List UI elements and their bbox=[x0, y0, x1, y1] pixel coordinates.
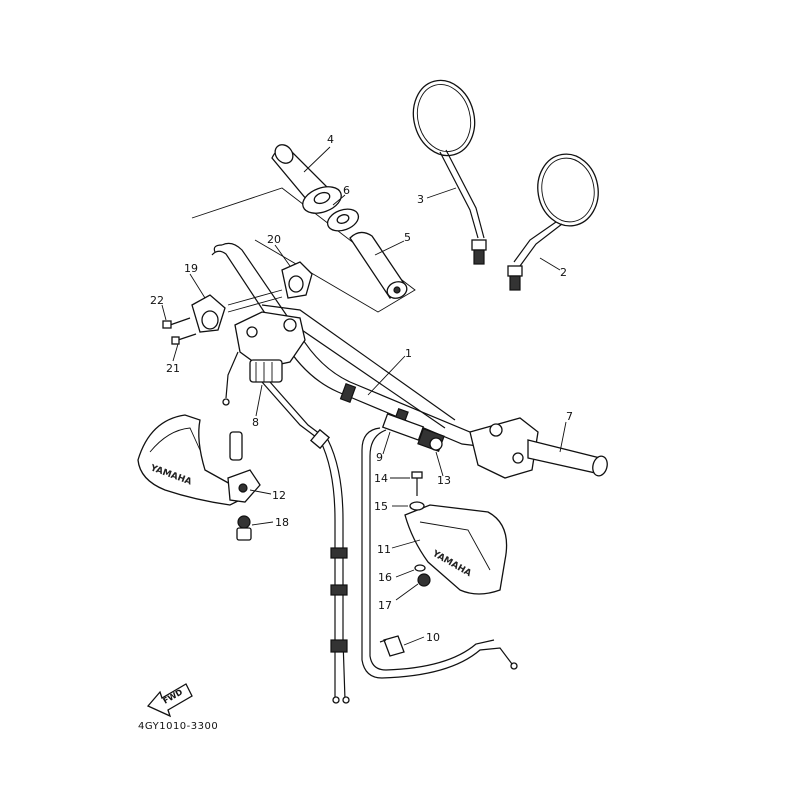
callout-21: 21 bbox=[166, 362, 180, 375]
callout-9: 9 bbox=[376, 451, 383, 464]
mirror-right bbox=[507, 153, 599, 291]
callout-11: 11 bbox=[377, 543, 391, 556]
handguard-right: YAMAHA bbox=[404, 471, 508, 595]
callout-16: 16 bbox=[378, 571, 392, 584]
callout-numbers: 4 6 5 3 2 1 7 8 9 13 10 11 12 18 14 15 1… bbox=[150, 133, 573, 644]
callout-4: 4 bbox=[327, 133, 334, 146]
callout-2: 2 bbox=[560, 266, 567, 279]
callout-14: 14 bbox=[374, 472, 388, 485]
left-grip-parts bbox=[271, 144, 408, 299]
callout-12: 12 bbox=[272, 489, 286, 502]
clutch-adjuster bbox=[381, 413, 445, 453]
handguard-left: YAMAHA bbox=[137, 414, 261, 541]
callout-15: 15 bbox=[374, 500, 388, 513]
callout-8: 8 bbox=[252, 416, 259, 429]
leader-lines bbox=[161, 146, 567, 646]
callout-20: 20 bbox=[267, 233, 281, 246]
throttle-cables bbox=[261, 381, 350, 704]
drawing-code: 4GY1010-3300 bbox=[138, 721, 218, 732]
callout-7: 7 bbox=[566, 410, 573, 423]
cable-clip bbox=[379, 635, 405, 657]
clutch-cable bbox=[361, 427, 518, 679]
grip-reference-box bbox=[191, 187, 416, 313]
callout-13: 13 bbox=[437, 474, 451, 487]
callout-1: 1 bbox=[405, 347, 412, 360]
callout-22: 22 bbox=[150, 294, 164, 307]
mirror-left bbox=[412, 79, 487, 265]
callout-5: 5 bbox=[404, 231, 411, 244]
fwd-arrow: FWD bbox=[146, 683, 193, 718]
callout-3: 3 bbox=[417, 193, 424, 206]
callout-6: 6 bbox=[343, 184, 350, 197]
right-grip-assembly bbox=[469, 417, 608, 479]
callout-19: 19 bbox=[184, 262, 198, 275]
callout-10: 10 bbox=[426, 631, 440, 644]
callout-17: 17 bbox=[378, 599, 392, 612]
throttle-housing bbox=[222, 311, 306, 406]
callout-18: 18 bbox=[275, 516, 289, 529]
handlebar-holders bbox=[162, 261, 313, 345]
